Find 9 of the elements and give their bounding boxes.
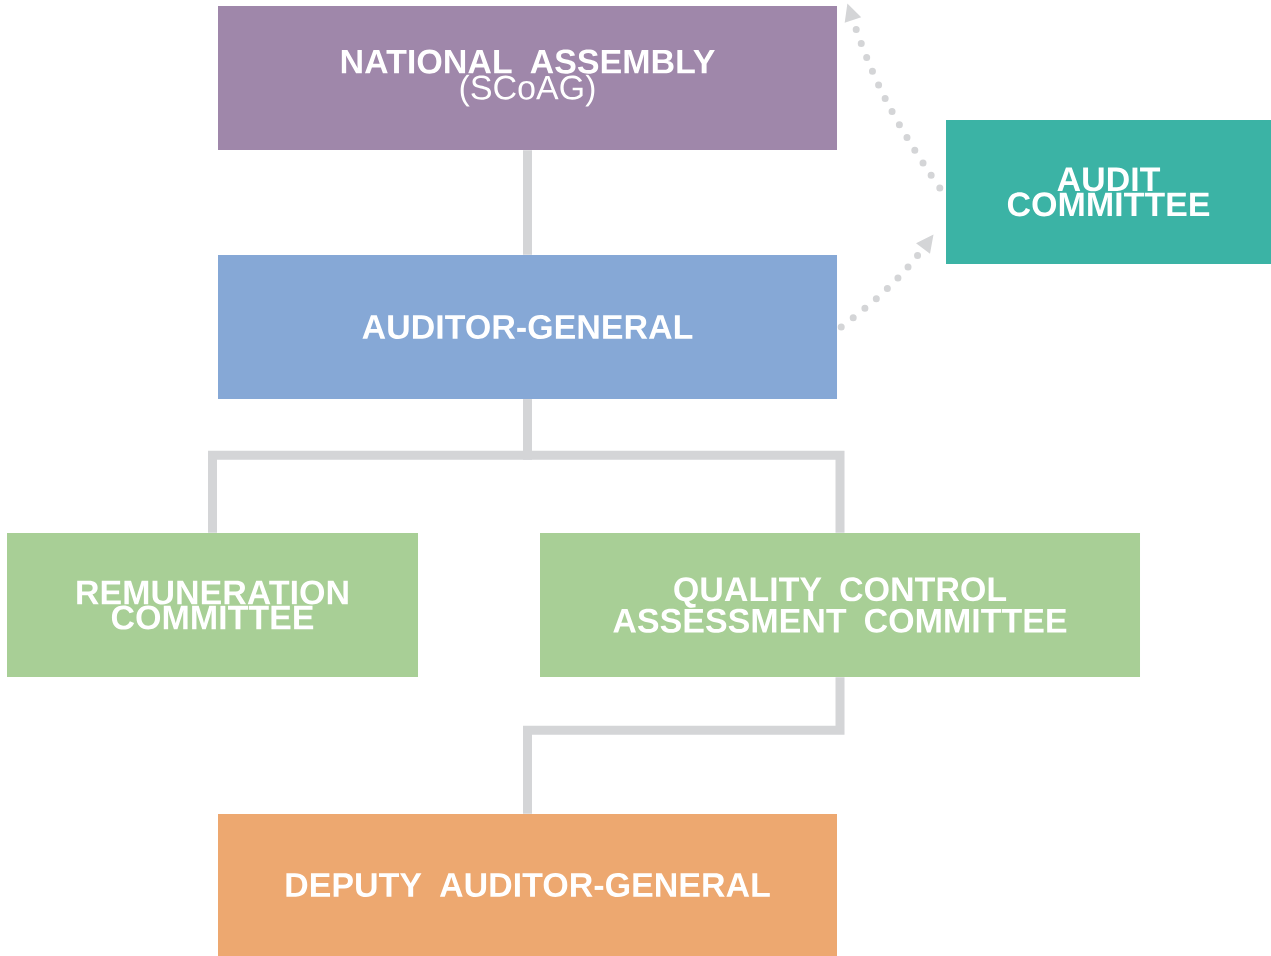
org-box: AUDITOR-GENERAL — [218, 255, 837, 399]
connector-line — [523, 399, 845, 533]
connector-line — [523, 150, 532, 255]
org-box: NATIONAL ASSEMBLY (SCoAG) — [218, 6, 837, 150]
connector-line — [523, 677, 845, 814]
org-box: QUALITY CONTROL ASSESSMENT COMMITTEE — [540, 533, 1140, 677]
org-box: DEPUTY AUDITOR-GENERAL — [218, 814, 837, 956]
org-box: AUDIT COMMITTEE — [946, 120, 1271, 264]
org-box: REMUNERATION COMMITTEE — [7, 533, 418, 677]
